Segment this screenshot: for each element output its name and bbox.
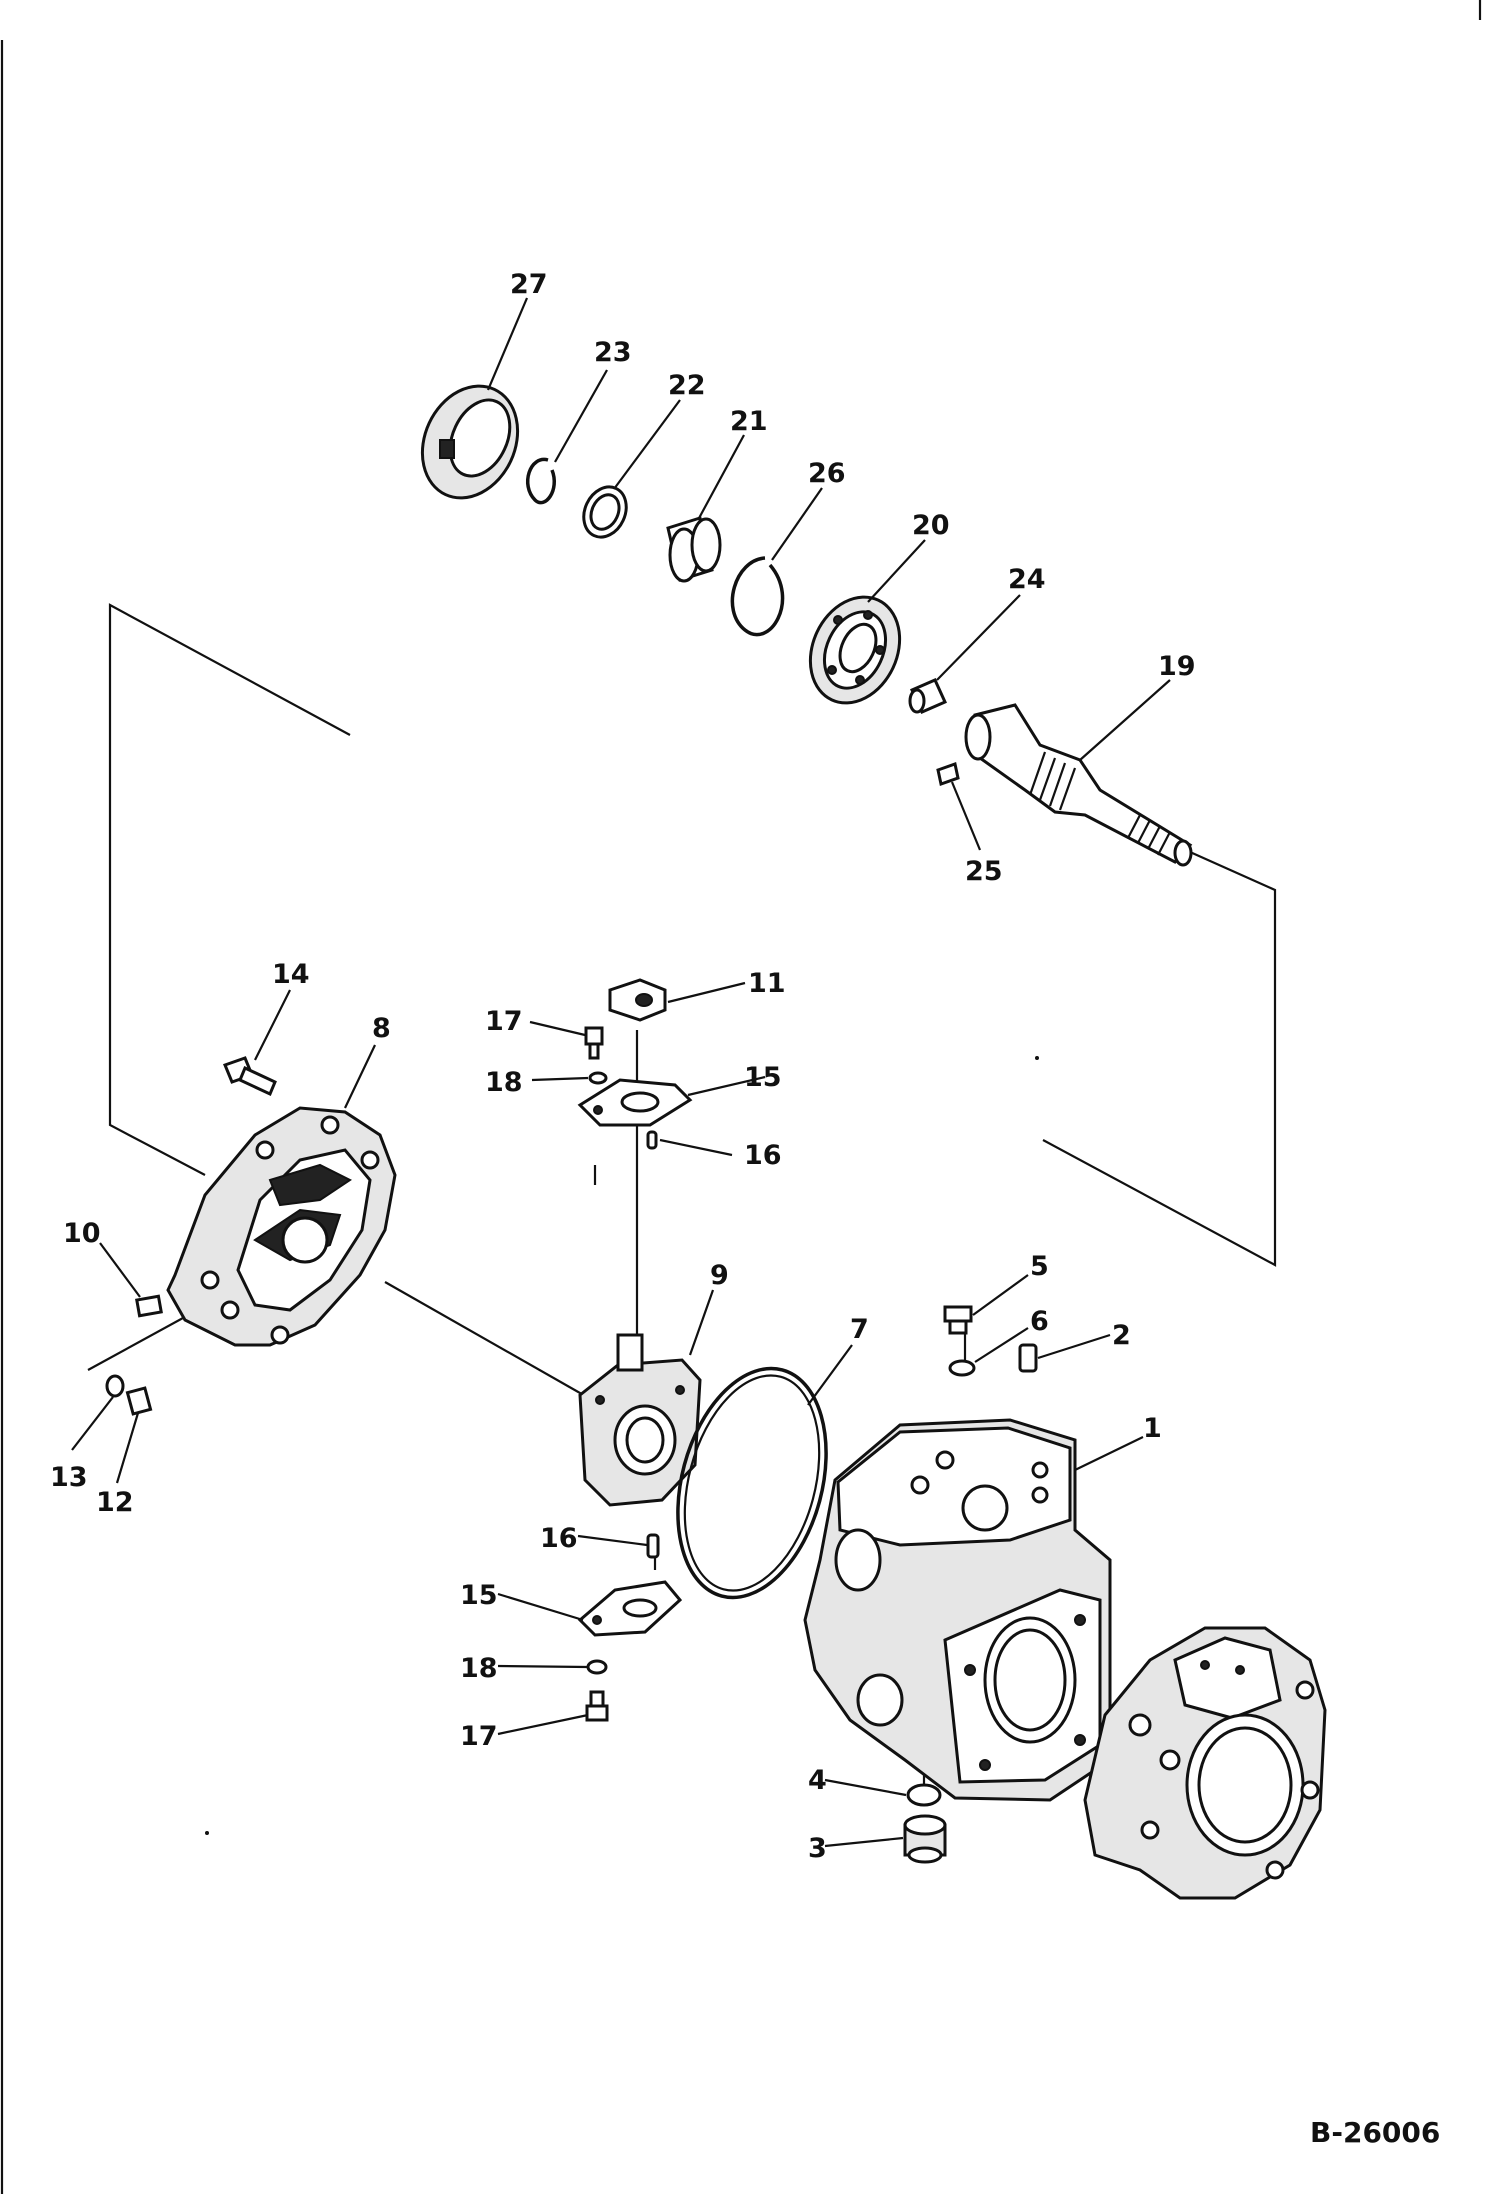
- part-4-o-ring: [906, 1783, 942, 1807]
- part-18-washer-upper: [588, 1071, 608, 1085]
- part-15-plate-lower: [577, 1580, 683, 1637]
- callout-25: 25: [965, 856, 1003, 887]
- callout-16-upper: 16: [744, 1140, 782, 1171]
- callout-13: 13: [50, 1462, 88, 1493]
- part-10-plug: [135, 1294, 163, 1318]
- callout-17-upper: 17: [485, 1006, 523, 1037]
- rear-pump-housing: [1083, 1626, 1327, 1900]
- callout-12: 12: [96, 1487, 134, 1518]
- part-20-bearing: [808, 595, 902, 705]
- part-11-cap: [608, 978, 667, 1022]
- callout-3: 3: [808, 1833, 827, 1864]
- part-15-plate-upper: [577, 1078, 693, 1127]
- drawing-code: B-26006: [1310, 2116, 1440, 2149]
- part-23-snap-ring: [525, 457, 556, 505]
- leader-lines: [71, 297, 1171, 1848]
- stray-dot: [205, 1831, 209, 1835]
- callout-5: 5: [1030, 1251, 1049, 1282]
- part-24-pin: [908, 678, 947, 714]
- callout-11: 11: [748, 968, 786, 999]
- part-16-pin-upper: [646, 1130, 658, 1150]
- callout-22: 22: [668, 370, 706, 401]
- callout-19: 19: [1158, 651, 1196, 682]
- callout-26: 26: [808, 458, 846, 489]
- callout-6: 6: [1030, 1306, 1049, 1337]
- part-3-plug: [903, 1814, 947, 1864]
- callout-1: 1: [1143, 1413, 1162, 1444]
- part-16-pin-lower: [646, 1533, 660, 1559]
- callout-27: 27: [510, 269, 548, 300]
- callout-4: 4: [808, 1765, 827, 1796]
- callout-18-upper: 18: [485, 1067, 523, 1098]
- callout-18-lower: 18: [460, 1653, 498, 1684]
- part-2-plug: [1018, 1343, 1038, 1373]
- callout-21: 21: [730, 406, 768, 437]
- part-13-o-ring: [105, 1374, 125, 1398]
- part-25-key: [936, 762, 960, 786]
- part-17-bolt-upper: [584, 1026, 604, 1060]
- callout-9: 9: [710, 1260, 729, 1291]
- part-6-o-ring: [948, 1359, 976, 1377]
- part-8-end-cover: [166, 1106, 397, 1347]
- part-14-bolt: [223, 1056, 277, 1097]
- part-22-ring: [582, 485, 628, 539]
- callout-15-lower: 15: [460, 1580, 498, 1611]
- part-17-bolt-lower: [585, 1690, 609, 1722]
- callout-20: 20: [912, 510, 950, 541]
- part-7-o-ring: [676, 1366, 828, 1600]
- part-12-plug: [125, 1386, 153, 1416]
- part-21-bushing: [666, 516, 722, 583]
- callout-16-lower: 16: [540, 1523, 578, 1554]
- part-1-pump-case: [803, 1418, 1112, 1802]
- part-27-seal-housing: [420, 384, 520, 500]
- callout-15-upper: 15: [744, 1062, 782, 1093]
- part-19-shaft: [964, 703, 1193, 867]
- callout-2: 2: [1112, 1320, 1131, 1351]
- callout-14: 14: [272, 959, 310, 990]
- callout-24: 24: [1008, 564, 1046, 595]
- callout-10: 10: [63, 1218, 101, 1249]
- stray-dot: [1035, 1056, 1039, 1060]
- part-9-valve-plate: [578, 1333, 702, 1507]
- part-26-snap-ring: [730, 556, 785, 637]
- part-5-plug: [943, 1305, 973, 1335]
- callout-8: 8: [372, 1013, 391, 1044]
- callout-23: 23: [594, 337, 632, 368]
- callout-17-lower: 17: [460, 1721, 498, 1752]
- part-18-washer-lower: [586, 1659, 608, 1675]
- callout-7: 7: [850, 1314, 869, 1345]
